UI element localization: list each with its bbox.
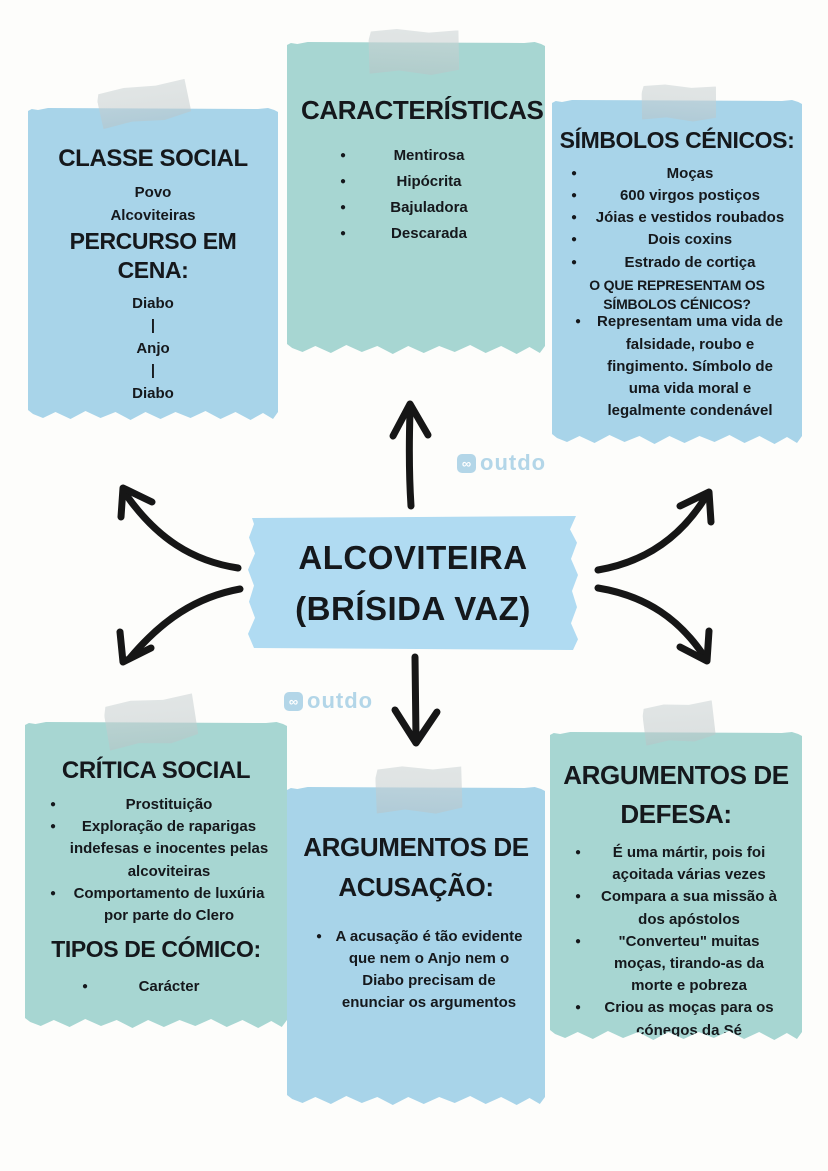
outdo-watermark: ∞ outdo	[457, 450, 546, 476]
bullet-icon: ●	[574, 891, 582, 903]
list-item: Povo	[134, 184, 172, 201]
arrow-up-right-icon	[594, 488, 715, 574]
brand-name: outdo	[480, 450, 547, 475]
bullet-list: ● A acusação é tão evidente que nem o An…	[301, 926, 531, 1015]
tape-argumentos-acusacao	[374, 763, 464, 816]
bullet-icon: ●	[570, 212, 578, 224]
list-item: ● Criou as moças para os cónegos da Sé	[566, 997, 786, 1041]
list-item: ● Comportamento de luxúria por parte do …	[41, 883, 271, 927]
arrow-down-left-icon	[116, 585, 244, 666]
infinity-icon: ∞	[284, 691, 303, 711]
list-item: ● Bajuladora	[331, 197, 501, 219]
bullet-icon: ●	[49, 799, 57, 810]
bullet-icon: ●	[574, 316, 582, 328]
list-item: ● Moças	[562, 163, 792, 185]
path-connector: |	[150, 362, 156, 379]
bullet-icon: ●	[339, 149, 347, 161]
list-item: Alcoviteiras	[110, 206, 196, 224]
arrow-down-icon	[391, 653, 441, 747]
path-step: Diabo	[132, 384, 174, 402]
path-connector: |	[150, 317, 156, 334]
arrow-down-right-icon	[594, 584, 713, 665]
note-title: CARACTERÍSTICAS:	[301, 95, 552, 125]
note-critica-social: CRÍTICA SOCIAL ● Prostituição ● Exploraç…	[25, 722, 287, 1032]
list-item: ● Carácter	[73, 976, 239, 998]
list-item: ● "Converteu" muitas moças, tirando-as d…	[566, 931, 786, 998]
note-title: CRÍTICA SOCIAL	[61, 757, 251, 784]
bullet-icon: ●	[339, 228, 347, 240]
tape-caracteristicas	[367, 26, 461, 79]
note-argumentos-defesa: ARGUMENTOS DE DEFESA: ● É uma mártir, po…	[550, 732, 802, 1044]
tape-simbolos-cenicos	[640, 81, 718, 124]
note-caracteristicas: CARACTERÍSTICAS: ● Mentirosa ● Hipócrita…	[287, 42, 545, 358]
outdo-watermark: ∞ outdo	[284, 688, 373, 714]
bullet-list: ● Carácter	[33, 976, 279, 998]
note-title: ARGUMENTOS DE ACUSAÇÃO:	[303, 832, 529, 903]
bullet-icon: ●	[574, 1002, 582, 1014]
list-item: ● A acusação é tão evidente que nem o An…	[307, 926, 525, 1015]
note-simbolos-cenicos: SÍMBOLOS CÉNICOS: ● Moças ● 600 virgos p…	[552, 100, 802, 448]
bullet-icon: ●	[574, 935, 582, 947]
bullet-icon: ●	[339, 201, 347, 213]
bullet-list: ● Prostituição ● Exploração de raparigas…	[33, 794, 279, 927]
bullet-icon: ●	[49, 887, 57, 899]
list-item: ● Estrado de cortiça	[562, 252, 792, 274]
list-item: ● Representam uma vida de falsidade, rou…	[566, 311, 788, 422]
note-title: SÍMBOLOS CÉNICOS:	[559, 127, 795, 153]
bullet-list: ● Representam uma vida de falsidade, rou…	[558, 311, 796, 422]
list-item: ● Mentirosa	[331, 145, 501, 167]
note-argumentos-acusacao: ARGUMENTOS DE ACUSAÇÃO: ● A acusação é t…	[287, 787, 545, 1109]
list-item: ● Dois coxins	[562, 229, 792, 251]
note-subtitle: TIPOS DE CÓMICO:	[51, 936, 261, 963]
infinity-icon: ∞	[457, 453, 476, 473]
topic-line2: (BRÍSIDA VAZ)	[295, 590, 531, 627]
list-item: ● Compara a sua missão à dos apóstolos	[566, 886, 786, 930]
note-classe-social: CLASSE SOCIAL Povo Alcoviteiras PERCURSO…	[28, 108, 278, 424]
bullet-icon: ●	[570, 167, 578, 179]
list-item: ● Hipócrita	[331, 171, 501, 193]
list-item: ● Exploração de raparigas indefesas e in…	[41, 816, 271, 883]
bullet-icon: ●	[570, 234, 578, 246]
bullet-icon: ●	[570, 256, 578, 268]
bullet-list: ● É uma mártir, pois foi açoitada várias…	[560, 842, 792, 1042]
list-item: ● Descarada	[331, 223, 501, 245]
arrow-up-left-icon	[117, 484, 242, 572]
note-title: ARGUMENTOS DE DEFESA:	[563, 760, 789, 829]
bullet-icon: ●	[574, 847, 582, 858]
list-item: ● 600 virgos postiços	[562, 185, 792, 207]
bullet-icon: ●	[49, 821, 57, 833]
arrow-up-icon	[389, 400, 432, 510]
central-topic: ALCOVITEIRA (BRÍSIDA VAZ)	[246, 516, 580, 650]
brand-name: outdo	[307, 688, 374, 713]
note-title: CLASSE SOCIAL	[58, 145, 248, 172]
topic-line1: ALCOVITEIRA	[298, 538, 528, 576]
bullet-icon: ●	[81, 980, 89, 992]
list-item: ● Prostituição	[41, 794, 271, 816]
bullet-list: ● Moças ● 600 virgos postiços ● Jóias e …	[558, 163, 796, 274]
path-step: Diabo	[132, 294, 174, 312]
bullet-icon: ●	[570, 189, 578, 201]
bullet-icon: ●	[315, 930, 323, 942]
list-item: ● É uma mártir, pois foi açoitada várias…	[566, 842, 786, 886]
path-step: Anjo	[136, 339, 170, 357]
bullet-list: ● Mentirosa ● Hipócrita ● Bajuladora ● D…	[301, 145, 531, 246]
note-question: O QUE REPRESENTAM OS SÍMBOLOS CÉNICOS?	[589, 276, 765, 312]
bullet-icon: ●	[339, 175, 347, 187]
list-item: ● Jóias e vestidos roubados	[562, 207, 792, 229]
note-subtitle: PERCURSO EM CENA:	[69, 228, 237, 283]
